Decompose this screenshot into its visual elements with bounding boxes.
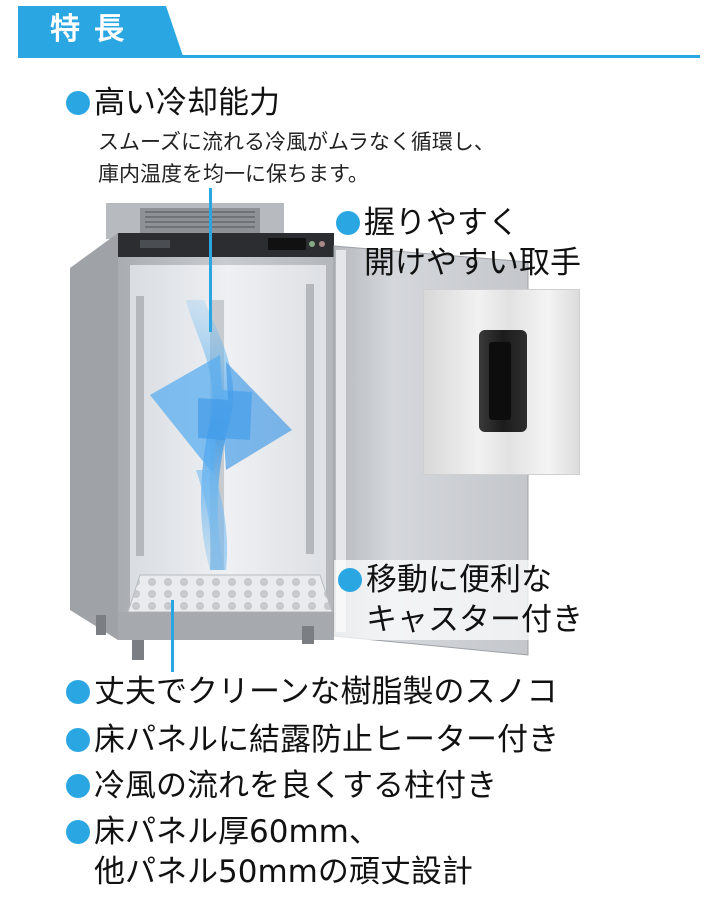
feature-list-text: 冷風の流れを良くする柱付き [94, 768, 497, 804]
compressor-unit [106, 203, 284, 239]
casters [96, 615, 314, 660]
resin-floor-grid [127, 574, 333, 613]
header-tab [18, 6, 183, 56]
feature-casters: 移動に便利な キャスター付き [334, 560, 587, 640]
feature-panel: 床パネル厚60mm、 他パネル50mmの頑丈設計 [66, 812, 473, 892]
airflow-arrows [150, 300, 292, 570]
grid-pointer-line [171, 600, 174, 672]
feature-list-item: 床パネルに結露防止ヒーター付き [66, 720, 559, 760]
feature-panel-line-1: 床パネル厚60mm、 [94, 814, 380, 850]
header-title: 特長 [50, 12, 138, 47]
bullet-dot-icon [338, 568, 362, 592]
feature-handle-line-1: 握りやすく [364, 205, 519, 241]
bullet-dot-icon [66, 820, 90, 844]
bullet-dot-icon [66, 91, 90, 115]
feature-list-item: 冷風の流れを良くする柱付き [66, 766, 497, 806]
feature-casters-line-2: キャスター付き [366, 602, 583, 638]
airflow-column-left [136, 296, 144, 556]
handle-recess [489, 342, 511, 420]
feature-cooling: 高い冷却能力 [66, 83, 280, 123]
bullet-dot-icon [336, 211, 360, 235]
cooling-pointer-line [209, 188, 212, 332]
airflow-column-right [306, 284, 314, 554]
feature-list-text: 丈夫でクリーンな樹脂製のスノコ [94, 674, 558, 710]
door-handle [479, 330, 527, 432]
feature-list-item: 丈夫でクリーンな樹脂製のスノコ [66, 672, 557, 712]
feature-cooling-desc-1: スムーズに流れる冷風がムラなく循環し、 [98, 130, 495, 154]
header-underline [18, 55, 700, 58]
feature-handle-line-2: 開けやすい取手 [364, 245, 581, 281]
feature-cooling-title: 高い冷却能力 [94, 85, 280, 121]
cabinet-side [70, 233, 118, 640]
bullet-dot-icon [66, 774, 90, 798]
bullet-dot-icon [66, 680, 90, 704]
bullet-dot-icon [66, 728, 90, 752]
feature-handle: 握りやすく 開けやすい取手 [336, 203, 581, 283]
handle-closeup-image [423, 289, 580, 475]
feature-casters-line-1: 移動に便利な [366, 562, 552, 598]
feature-cooling-desc-2: 庫内温度を均一に保ちます。 [98, 162, 369, 186]
feature-list-text: 床パネルに結露防止ヒーター付き [94, 722, 559, 758]
feature-panel-line-2: 他パネル50mmの頑丈設計 [94, 854, 473, 890]
